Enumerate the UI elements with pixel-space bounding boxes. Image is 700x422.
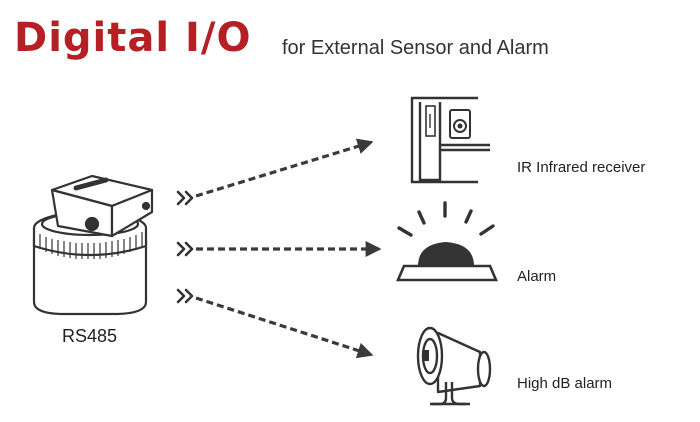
alarm-label: Alarm [517,268,557,285]
diagram-title: Digital I/O [14,15,252,61]
high-db-alarm-label: High dB alarm [517,375,613,392]
high-db-alarm-icon [416,326,492,406]
arrow-to-high-db-alarm [195,296,374,359]
rs485-device-icon [32,174,154,316]
chevron-icons [176,190,194,304]
ir-receiver-label: IR Infrared receiver [517,159,646,176]
ir-receiver-icon [410,96,490,184]
alarm-icon [396,201,498,282]
rs485-label: RS485 [62,326,118,346]
connection-arrows [195,138,382,359]
diagram-subtitle: for External Sensor and Alarm [282,37,549,59]
arrow-to-ir-receiver [195,138,374,198]
